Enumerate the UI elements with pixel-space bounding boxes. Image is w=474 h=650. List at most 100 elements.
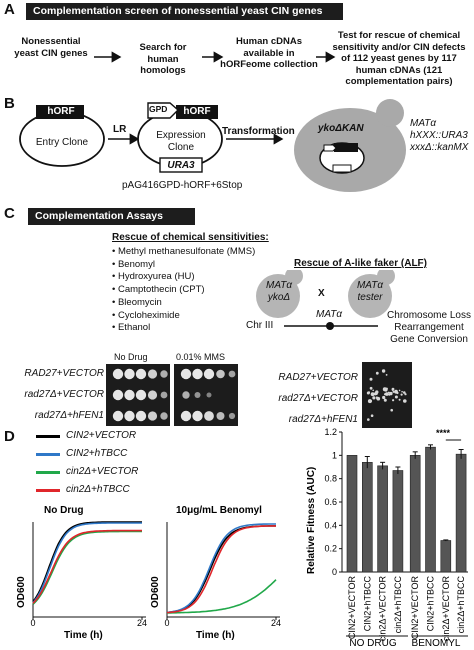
step-hORFeome: Human cDNAs available in hORFeome collec… [220, 36, 318, 70]
spot-row-2: rad27Δ+VECTOR [24, 389, 104, 400]
yeast-spot [124, 389, 135, 401]
chart2-ylabel: OD600 [150, 576, 161, 608]
vector-label: pAG416GPD-hORF+6Stop [122, 180, 243, 191]
yeast-spot [135, 410, 147, 422]
bar-y-tick-label: 0.8 [324, 474, 337, 484]
panel-b-diagram [19, 99, 406, 192]
panel-d-label: D [4, 428, 15, 445]
fitness-bar [440, 540, 452, 573]
alf-colony [369, 377, 373, 381]
genotype-line-3: xxxΔ::kanMX [410, 142, 469, 153]
chem-item: Hydroxyurea (HU) [112, 271, 255, 284]
alf-colony [372, 389, 374, 392]
cell-horf-block [334, 143, 358, 152]
chart1-title: No Drug [44, 505, 83, 516]
alf-event-2: Rearrangement [394, 322, 464, 333]
yeast-spot [135, 368, 147, 380]
panel-c-header: Complementation Assays (n=317) [28, 208, 195, 239]
yeast-spot [124, 410, 135, 422]
bar-category-label: CIN2+VECTOR [347, 576, 357, 640]
bar-ylabel: Relative Fitness (AUC) [306, 467, 317, 574]
alf-colony [401, 390, 403, 393]
panel-a-label: A [4, 1, 15, 18]
spot-colonies [112, 368, 236, 422]
alf-title: Rescue of A-like faker (ALF) [294, 258, 427, 269]
entry-horf-block [36, 105, 84, 119]
cell-ura3-box [332, 164, 352, 173]
yeast-spot [204, 411, 214, 421]
chem-item: Camptothecin (CPT) [112, 284, 255, 297]
alf-event-1: Chromosome Loss [387, 310, 471, 321]
growth-curve-CIN2+hTBCC [166, 523, 276, 614]
alf-colony [389, 391, 393, 396]
yeast-spot [147, 390, 158, 400]
alf-colony [391, 388, 394, 391]
group-no-drug: NO DRUG [349, 638, 396, 649]
growth-curve-CIN2+hTBCC [32, 522, 142, 604]
chem-item: Bleomycin [112, 297, 255, 310]
mata-ykod-bud [285, 270, 303, 285]
alf-colony [394, 389, 398, 394]
yeast-spot [160, 412, 168, 420]
alf-event-3: Gene Conversion [390, 334, 468, 345]
growth-curve-cin2Δ+hTBCC [166, 525, 276, 614]
yeast-spot [216, 412, 225, 420]
mat-locus-label: MATα [316, 309, 343, 320]
chem-item: Ethanol [112, 322, 255, 335]
legend-label: CIN2+hTBCC [66, 448, 128, 459]
chart1-xtick-24: 24 [137, 618, 147, 628]
bar-category-label: cin2Δ+VECTOR [441, 576, 451, 642]
cell2-line1: MATα [356, 280, 384, 291]
yeast-spot [124, 368, 135, 380]
panel-b-label: B [4, 95, 15, 112]
yeast-spot [228, 370, 236, 378]
alf-colony [381, 369, 386, 373]
transformation-label: Transformation [222, 126, 295, 137]
yeast-spot [160, 370, 168, 378]
legend-label: cin2Δ+VECTOR [66, 466, 139, 477]
bar-y-tick-label: 0 [332, 567, 337, 577]
cell1-line1: MATα [266, 280, 293, 291]
step-test-rescue: Test for rescue of chemical sensitivity … [332, 30, 466, 87]
yeast-spot [194, 392, 201, 398]
legend-swatch [36, 471, 60, 474]
gpd-tag: GPD [149, 104, 168, 114]
alf-colony [385, 387, 388, 391]
alf-row-1: RAD27+VECTOR [278, 372, 358, 383]
panel-c-label: C [4, 205, 15, 222]
yeast-spot [180, 368, 192, 380]
yeast-spot [228, 412, 236, 420]
alf-colony [369, 399, 373, 403]
bar-y-tick-label: 0.6 [324, 497, 337, 507]
bar-category-label: cin2Δ+hTBCC [393, 576, 403, 634]
mata-tester-cell [348, 274, 392, 318]
expression-horf-block [176, 105, 218, 119]
alf-colony [384, 393, 387, 396]
alf-colony [394, 395, 398, 399]
spot-col-no-drug: No Drug [114, 352, 148, 362]
growth-curve-cin2Δ+VECTOR [32, 530, 142, 605]
spot-row-3: rad27Δ+hFEN1 [34, 410, 104, 421]
bar-category-label: cin2Δ+VECTOR [378, 576, 388, 642]
mata-ykod-cell [256, 274, 300, 318]
fitness-bar [409, 455, 421, 573]
cell-strain-label: ykoΔKAN [318, 123, 364, 134]
entry-clone-label: Entry Clone [35, 137, 89, 148]
growth-curve-cin2Δ+VECTOR [167, 579, 277, 614]
significance-label: **** [436, 428, 451, 438]
growth-curve-CIN2+VECTOR [166, 525, 276, 614]
bar-y-tick-label: 1 [332, 450, 337, 460]
bar-y-tick-label: 1.2 [324, 427, 337, 437]
group-benomyl: BENOMYL [412, 638, 461, 649]
alf-colony [375, 390, 379, 394]
bar-category-label: cin2Δ+hTBCC [456, 576, 466, 634]
yeast-spot [206, 392, 212, 398]
alf-colony [392, 390, 395, 393]
legend-swatch [36, 453, 60, 456]
alf-row-3: rad27Δ+hFEN1 [288, 414, 358, 425]
fitness-bar [425, 446, 436, 573]
legend-label: CIN2+VECTOR [66, 430, 137, 441]
alf-colony [403, 391, 406, 394]
genotype-line-2: hXXX::URA3 [410, 130, 468, 141]
yeast-spot [112, 410, 124, 422]
